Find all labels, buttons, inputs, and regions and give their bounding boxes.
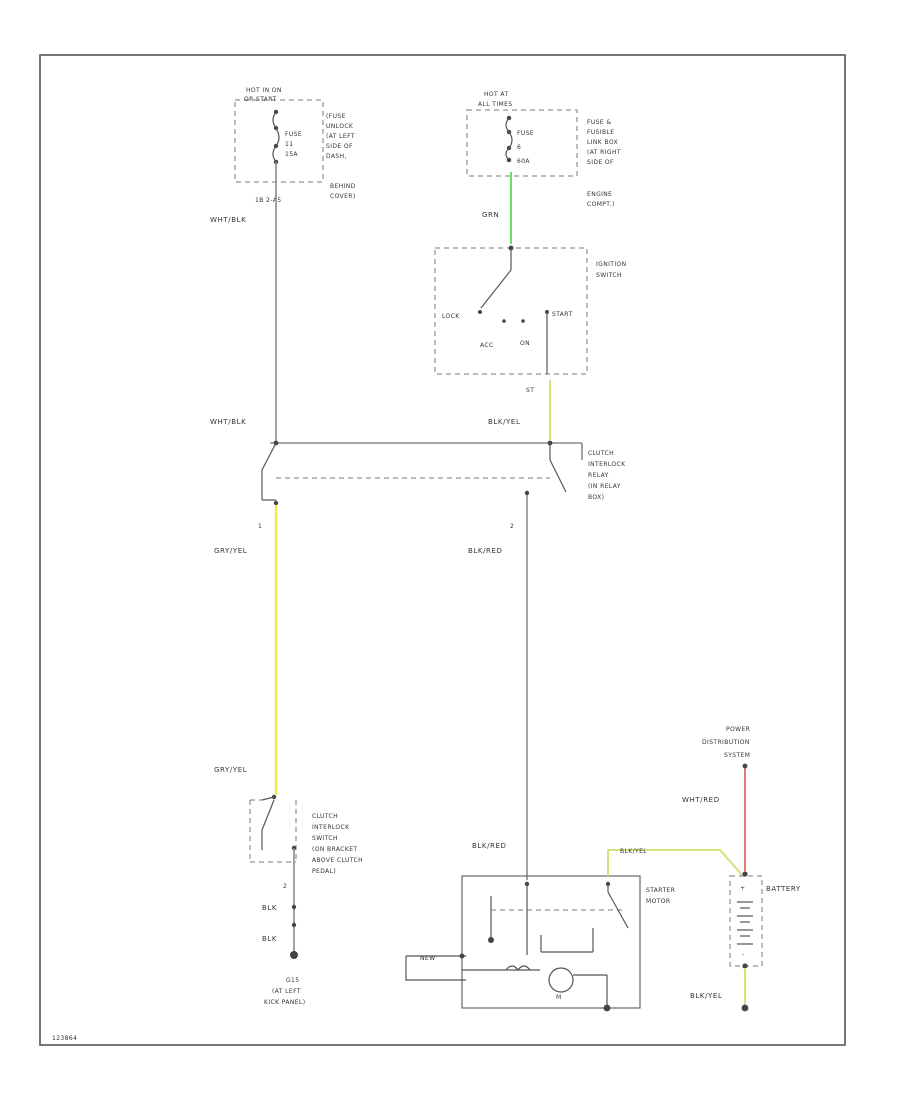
fuse-right-loc-4: (AT RIGHT	[587, 149, 621, 156]
hot-in-on-label-2: OR START	[244, 96, 277, 103]
fuse-11-symbol	[272, 111, 280, 163]
starter-title-1: STARTER	[646, 887, 675, 894]
battery: + - BATTERY	[729, 871, 801, 969]
wire-label-blk-1: BLK	[262, 904, 277, 912]
wire-label-blk-yel-starter: BLK/YEL	[620, 848, 647, 855]
starter-motor: M NEW STARTER MOTOR	[405, 875, 675, 1012]
wire-label-wht-blk-top: WHT/BLK	[210, 216, 246, 224]
fuse-box-right: HOT AT ALL TIMES FUSE 6 60A FUSE & FUSIB…	[466, 91, 621, 208]
fuse-left-loc-4: SIDE OF	[326, 143, 353, 150]
ground-title-3: KICK PANEL)	[264, 999, 305, 1006]
fuse-right-loc-2: FUSIBLE	[587, 129, 614, 136]
fuse-6-symbol	[505, 117, 513, 161]
hot-at-all-times-label-2: ALL TIMES	[478, 101, 513, 108]
ignition-acc-label: ACC	[480, 342, 494, 349]
fuse-left-text-1: FUSE	[285, 131, 302, 138]
battery-plus: +	[740, 885, 745, 892]
fuse-right-loc-6: ENGINE	[587, 191, 612, 198]
relay-title-5: BOX)	[588, 494, 604, 501]
wire-label-wht-blk-mid: WHT/BLK	[210, 418, 246, 426]
relay-title-2: INTERLOCK	[588, 461, 626, 468]
clutch-switch-title-3: SWITCH	[312, 835, 338, 842]
wire-label-gry-yel-top: GRY/YEL	[214, 547, 247, 555]
clutch-switch-title-1: CLUTCH	[312, 813, 338, 820]
ignition-start-label: START	[552, 311, 573, 318]
fuse-left-loc-7: COVER)	[330, 193, 356, 200]
fuse-left-text-2: 11	[285, 141, 293, 148]
fuse-left-loc-2: UNLOCK	[326, 123, 354, 130]
hot-in-on-label-1: HOT IN ON	[246, 87, 282, 94]
wire-label-blk-yel-batt: BLK/YEL	[690, 992, 722, 1000]
ignition-title-2: SWITCH	[596, 272, 622, 279]
fuse-left-text-3: 15A	[285, 151, 298, 158]
ignition-lock-label: LOCK	[442, 313, 460, 320]
starter-title-2: MOTOR	[646, 898, 670, 905]
wire-label-blk-red-top: BLK/RED	[468, 547, 503, 555]
fuse-block-left: HOT IN ON OR START FUSE 11 15A (FUSE UNL…	[234, 87, 356, 204]
fuse-left-pins: 1B 2-A5	[255, 197, 281, 204]
relay-title-3: RELAY	[588, 472, 609, 479]
power-dist-title-2: DISTRIBUTION	[702, 739, 750, 746]
diagram-id: 123864	[52, 1035, 77, 1042]
wire-blk-yel-starter	[607, 849, 743, 876]
fuse-left-loc-3: (AT LEFT	[326, 133, 355, 140]
ground-title-1: G15	[286, 977, 299, 984]
ignition-title-1: IGNITION	[596, 261, 627, 268]
wire-label-blk-2: BLK	[262, 935, 277, 943]
power-dist-title-1: POWER	[726, 726, 750, 733]
relay-pin-1: 1	[258, 523, 262, 530]
power-dist-title-3: SYSTEM	[724, 752, 750, 759]
clutch-switch-title-2: INTERLOCK	[312, 824, 350, 831]
battery-minus: -	[742, 951, 745, 958]
starter-motor-symbol	[548, 967, 574, 993]
battery-title: BATTERY	[766, 885, 801, 893]
wire-label-wht-red: WHT/RED	[682, 796, 720, 804]
diagram-border	[39, 54, 846, 1046]
ignition-st-pin: ST	[526, 387, 534, 394]
ignition-switch: LOCK START ACC ON IGNITION SWITCH ST	[434, 245, 627, 394]
clutch-switch-pin: 2	[283, 883, 287, 890]
fuse-right-text-2: 6	[517, 144, 521, 151]
relay-pin-2: 2	[510, 523, 514, 530]
fuse-right-loc-7: COMPT.)	[587, 201, 615, 208]
clutch-switch-title-4: (ON BRACKET	[312, 846, 357, 853]
fuse-right-loc-3: LINK BOX	[587, 139, 618, 146]
clutch-switch-title-6: PEDAL)	[312, 868, 336, 875]
fuse-left-loc-5: DASH,	[326, 153, 347, 160]
fuse-right-loc-1: FUSE &	[587, 119, 611, 126]
starter-terminal-label: NEW	[420, 955, 435, 962]
clutch-interlock-relay: CLUTCH INTERLOCK RELAY (IN RELAY BOX) 1 …	[258, 440, 626, 530]
wire-label-blk-yel-ign: BLK/YEL	[488, 418, 520, 426]
ground-title-2: (AT LEFT	[272, 988, 301, 995]
fuse-right-loc-5: SIDE OF	[587, 159, 614, 166]
starter-solenoid-coil	[505, 965, 531, 971]
fuse-right-text-3: 60A	[517, 158, 530, 165]
ignition-on-label: ON	[520, 340, 530, 347]
fuse-left-loc-6: BEHIND	[330, 183, 356, 190]
wire-label-grn: GRN	[482, 211, 499, 219]
fuse-left-loc-1: (FUSE	[326, 113, 346, 120]
hot-at-all-times-label-1: HOT AT	[484, 91, 509, 98]
clutch-interlock-switch: CLUTCH INTERLOCK SWITCH (ON BRACKET ABOV…	[249, 794, 363, 955]
wire-label-blk-red-bot: BLK/RED	[472, 842, 507, 850]
starter-m-label: M	[556, 994, 562, 1001]
ground-point	[290, 951, 298, 959]
clutch-switch-title-5: ABOVE CLUTCH	[312, 857, 363, 864]
relay-title-4: (IN RELAY	[588, 483, 621, 490]
fuse-right-text-1: FUSE	[517, 130, 534, 137]
relay-title-1: CLUTCH	[588, 450, 614, 457]
wire-label-gry-yel-bot: GRY/YEL	[214, 766, 247, 774]
